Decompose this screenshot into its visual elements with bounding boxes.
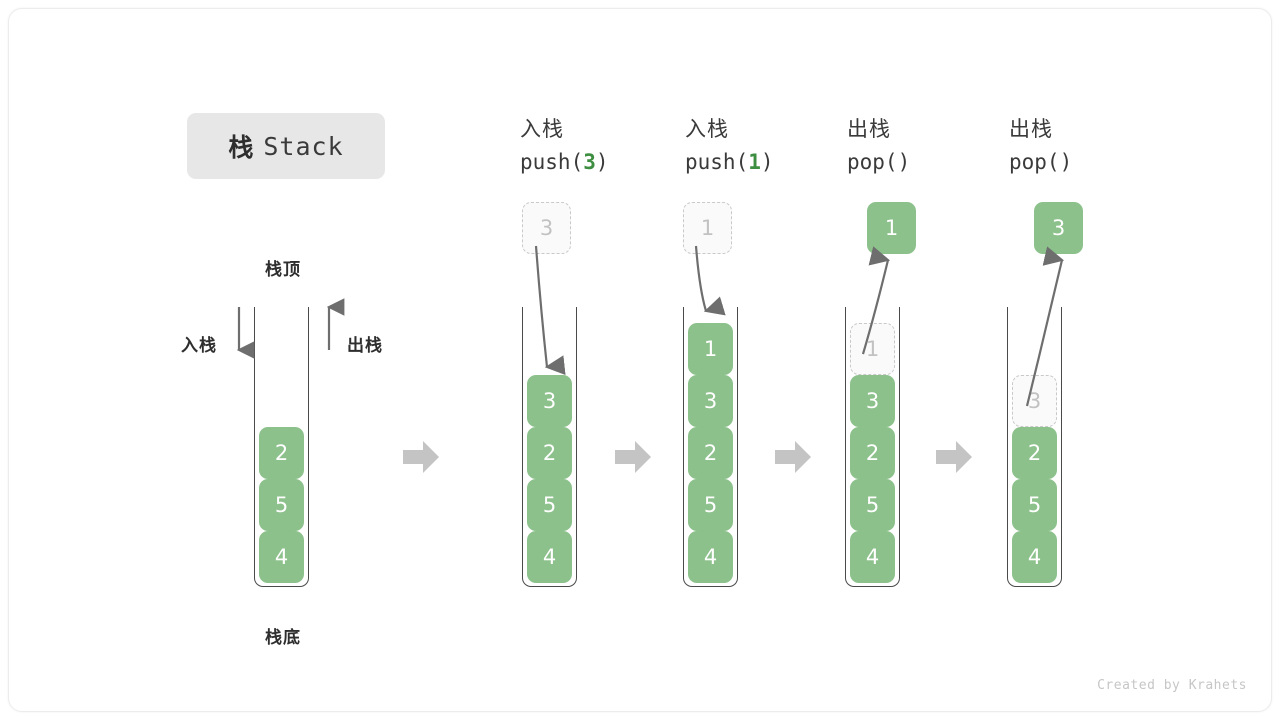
column-header-push1: 入栈 push(1) <box>685 113 774 174</box>
step-arrow-3 <box>773 437 813 477</box>
popped-element-box: 3 <box>1034 202 1083 254</box>
code-arg: 3 <box>583 150 596 174</box>
pending-element-box: 3 <box>522 202 571 254</box>
code-arg: 1 <box>748 150 761 174</box>
popped-element-box: 1 <box>867 202 916 254</box>
stack-cell: 3 <box>850 375 895 427</box>
stack-cell: 4 <box>850 531 895 583</box>
footer-credit: Created by Krahets <box>1097 678 1247 693</box>
code-pre: push( <box>685 150 749 174</box>
code-post: ) <box>1059 150 1073 174</box>
push1-curve-arrow <box>694 245 726 316</box>
stack-tube <box>845 307 900 587</box>
label-stack-bottom: 栈底 <box>265 628 301 647</box>
column-header-cn: 出栈 <box>1009 118 1053 141</box>
column-header-code: pop() <box>1009 150 1072 174</box>
stack-tube <box>522 307 577 587</box>
step-arrow-2 <box>613 437 653 477</box>
stack-cell: 4 <box>259 531 304 583</box>
stack-cell: 5 <box>259 479 304 531</box>
label-stack-top: 栈顶 <box>265 260 301 279</box>
code-pre: pop( <box>847 150 898 174</box>
stack-cell: 5 <box>850 479 895 531</box>
column-header-cn: 入栈 <box>520 118 564 141</box>
stack-cell: 5 <box>688 479 733 531</box>
stack-cell: 4 <box>688 531 733 583</box>
stack-cell: 2 <box>1012 427 1057 479</box>
code-pre: push( <box>520 150 584 174</box>
stack-cell-ghost: 1 <box>850 323 895 375</box>
stack-tube <box>1007 307 1062 587</box>
title-cn: 栈 <box>228 134 255 162</box>
diagram-card: 栈 Stack 栈顶 栈底 入栈 出栈 入栈 push(3) 入栈 push(1… <box>8 8 1272 712</box>
column-header-push3: 入栈 push(3) <box>520 113 609 174</box>
column-header-code: pop() <box>847 150 910 174</box>
step-arrow-4 <box>934 437 974 477</box>
stack-cell: 1 <box>688 323 733 375</box>
code-post: ) <box>760 150 774 174</box>
column-header-code: push(3) <box>520 150 609 174</box>
stack-tube <box>254 307 309 587</box>
code-post: ) <box>595 150 609 174</box>
stack-tube <box>683 307 738 587</box>
pending-element-box: 1 <box>683 202 732 254</box>
stack-cell: 3 <box>527 375 572 427</box>
step-arrow-1 <box>401 437 441 477</box>
label-push: 入栈 <box>181 336 217 355</box>
stack-cell: 2 <box>688 427 733 479</box>
stack-cell: 5 <box>527 479 572 531</box>
stack-cell: 5 <box>1012 479 1057 531</box>
column-header-pop1: 出栈 pop() <box>847 113 910 174</box>
title-en: Stack <box>263 131 344 161</box>
column-header-pop2: 出栈 pop() <box>1009 113 1072 174</box>
stack-cell-ghost: 3 <box>1012 375 1057 427</box>
column-header-code: push(1) <box>685 150 774 174</box>
column-header-cn: 入栈 <box>685 118 729 141</box>
stack-cell: 3 <box>688 375 733 427</box>
stack-cell: 4 <box>1012 531 1057 583</box>
label-pop: 出栈 <box>347 336 383 355</box>
stack-cell: 2 <box>527 427 572 479</box>
title-badge: 栈 Stack <box>187 113 385 179</box>
stack-cell: 4 <box>527 531 572 583</box>
code-pre: pop( <box>1009 150 1060 174</box>
code-post: ) <box>897 150 911 174</box>
column-header-cn: 出栈 <box>847 118 891 141</box>
stack-cell: 2 <box>259 427 304 479</box>
stack-cell: 2 <box>850 427 895 479</box>
